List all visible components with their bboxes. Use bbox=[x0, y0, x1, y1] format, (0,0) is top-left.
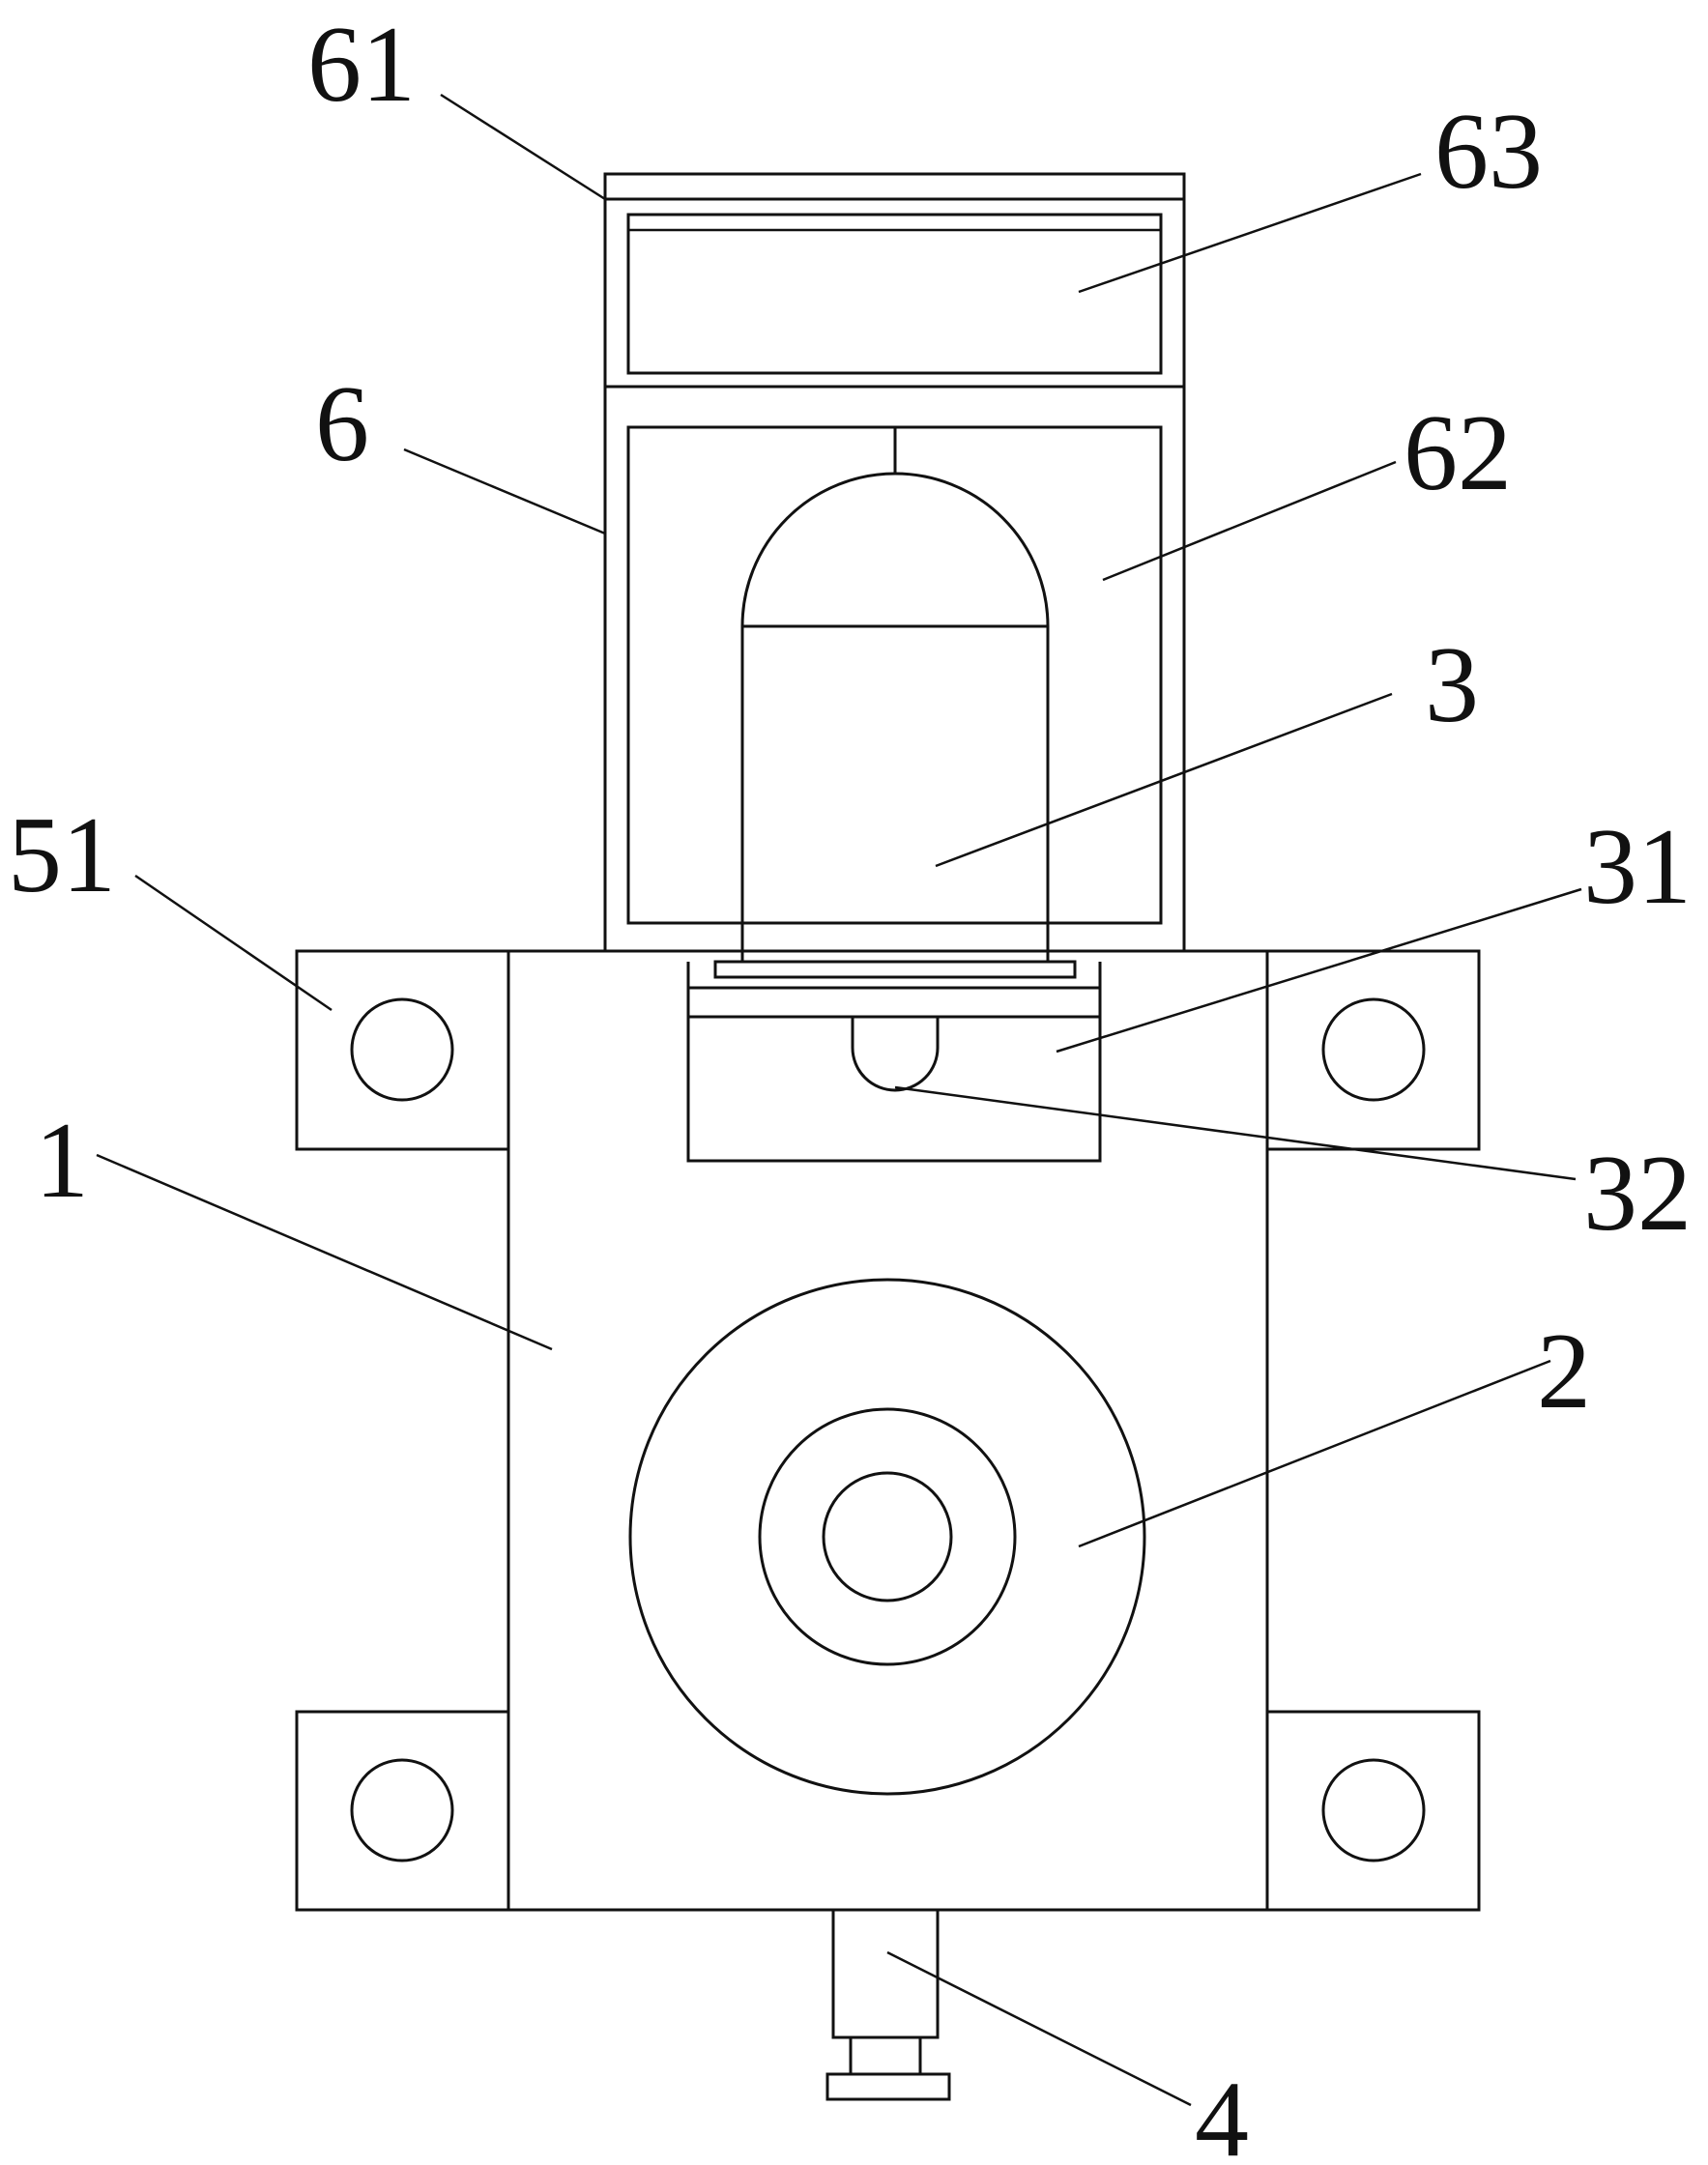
outlet-pipe bbox=[831, 1908, 940, 2039]
label-32: 32 bbox=[1583, 1134, 1692, 1254]
mounting-lug-top-right bbox=[1265, 949, 1481, 1151]
wheel-bore bbox=[822, 1471, 953, 1602]
cover-plate-61 bbox=[603, 172, 1186, 201]
label-61: 61 bbox=[307, 5, 416, 125]
outlet-nut bbox=[849, 2035, 922, 2076]
label-1: 1 bbox=[35, 1101, 89, 1221]
wheel-hub bbox=[758, 1407, 1017, 1666]
housing-6 bbox=[603, 172, 1186, 953]
label-3: 3 bbox=[1425, 625, 1479, 745]
bolt-hole-top-left bbox=[350, 997, 454, 1102]
bolt-hole-bottom-right bbox=[1321, 1758, 1426, 1862]
mounting-lug-bottom-right bbox=[1265, 1710, 1481, 1912]
body-rect bbox=[507, 949, 1269, 1912]
leader-3 bbox=[935, 692, 1393, 868]
bolt-hole-top-right bbox=[1321, 997, 1426, 1102]
label-4: 4 bbox=[1195, 2060, 1249, 2165]
lower-chamber-62 bbox=[626, 425, 1163, 925]
upper-chamber-63 bbox=[626, 213, 1163, 375]
seat-outline bbox=[686, 962, 1102, 1163]
label-2: 2 bbox=[1537, 1312, 1591, 1431]
leader-32 bbox=[894, 1085, 1577, 1181]
seat-31 bbox=[686, 962, 1102, 1163]
housing-body bbox=[603, 197, 1186, 953]
capsule-base-flange bbox=[713, 960, 1077, 979]
label-63: 63 bbox=[1434, 92, 1543, 212]
tip-32 bbox=[851, 1017, 940, 1092]
bolt-hole-bottom-left bbox=[350, 1758, 454, 1862]
leader-1 bbox=[96, 1153, 553, 1351]
label-31: 31 bbox=[1583, 807, 1692, 927]
mounting-lug-bottom-left bbox=[295, 1710, 510, 1912]
leader-62 bbox=[1102, 460, 1397, 582]
leader-63 bbox=[1078, 172, 1422, 294]
leader-2 bbox=[1078, 1359, 1551, 1548]
label-62: 62 bbox=[1404, 393, 1512, 513]
reference-labels: 61 63 6 62 3 51 31 1 32 2 4 bbox=[8, 5, 1692, 2165]
label-51: 51 bbox=[8, 795, 116, 915]
label-6: 6 bbox=[315, 364, 369, 484]
capsule-body bbox=[740, 472, 1050, 962]
wheel-2 bbox=[628, 1278, 1146, 1796]
main-body-1 bbox=[295, 949, 1481, 1912]
outlet-cap bbox=[825, 2072, 951, 2101]
wheel-outer bbox=[628, 1278, 1146, 1796]
leader-61 bbox=[440, 93, 606, 201]
mounting-lug-top-left-51 bbox=[295, 949, 510, 1151]
capsule-3 bbox=[713, 472, 1077, 979]
leader-31 bbox=[1056, 887, 1582, 1054]
leader-51 bbox=[134, 874, 333, 1012]
outlet-4 bbox=[825, 1908, 951, 2101]
leader-4 bbox=[886, 1950, 1192, 2107]
leader-6 bbox=[403, 447, 606, 535]
leader-lines bbox=[96, 93, 1582, 2107]
